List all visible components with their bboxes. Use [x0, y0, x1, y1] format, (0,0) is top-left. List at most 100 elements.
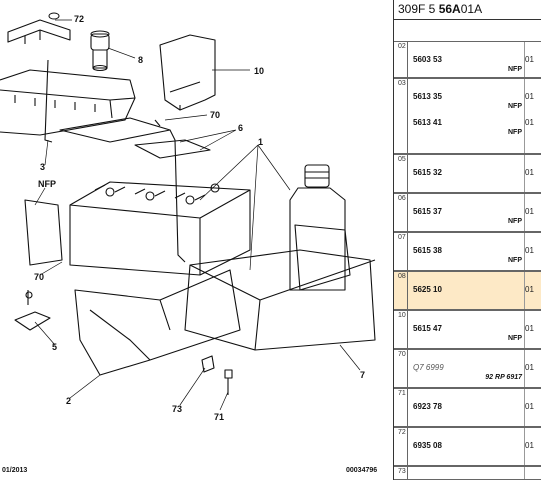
- hold-down-bracket: [134, 139, 211, 159]
- part-note: NFP: [508, 66, 522, 73]
- screw-part: [224, 369, 233, 395]
- panel-header: 309F 5 56A01A: [394, 0, 541, 20]
- part-note: NFP: [508, 129, 522, 136]
- part-number: 5603 53: [413, 55, 442, 64]
- battery-part: [69, 181, 251, 276]
- callout-5: 5: [52, 342, 57, 352]
- column-divider: [407, 350, 408, 387]
- part-quantity: 01: [525, 55, 534, 64]
- part-quantity: 01: [525, 363, 534, 372]
- column-divider: [407, 311, 408, 348]
- battery-base-part: [74, 269, 241, 376]
- column-divider: [524, 389, 525, 426]
- clamp-nut-part: [90, 30, 110, 72]
- side-panel-part: [24, 199, 63, 266]
- callout-7: 7: [360, 370, 365, 380]
- part-note: NFP: [508, 257, 522, 264]
- part-index: 10: [398, 312, 406, 319]
- exploded-parts-diagram: 72 8 10 70 6 1 3 NFP 70 5 2 7 73 71: [0, 12, 376, 422]
- clip-part: [14, 311, 51, 331]
- part-index: 03: [398, 80, 406, 87]
- column-divider: [407, 467, 408, 479]
- callout-2: 2: [66, 396, 71, 406]
- part-number: 6923 78: [413, 402, 442, 411]
- callout-70-lower: 70: [34, 272, 44, 282]
- callout-3: 3: [40, 162, 45, 172]
- part-number: 6935 08: [413, 441, 442, 450]
- column-divider: [524, 79, 525, 153]
- callout-73: 73: [172, 404, 182, 414]
- part-note: NFP: [508, 335, 522, 342]
- column-divider: [524, 350, 525, 387]
- part-number: 5613 35: [413, 92, 442, 101]
- column-divider: [524, 467, 525, 479]
- column-divider: [407, 155, 408, 192]
- clip-73-part: [201, 355, 215, 373]
- part-number: 5615 37: [413, 207, 442, 216]
- part-quantity: 01: [525, 246, 534, 255]
- part-index: 02: [398, 43, 406, 50]
- header-suffix: 01A: [460, 2, 483, 16]
- part-quantity: 01: [525, 168, 534, 177]
- part-index: 70: [398, 351, 406, 358]
- part-note: 92 RP 6917: [485, 374, 522, 381]
- header-code: 56A: [438, 2, 461, 16]
- column-divider: [524, 42, 525, 77]
- part-index: 08: [398, 273, 406, 280]
- part-quantity: 01: [525, 118, 534, 127]
- top-bracket-part: [7, 19, 71, 43]
- column-divider: [407, 428, 408, 465]
- column-divider: [407, 272, 408, 309]
- column-divider: [524, 272, 525, 309]
- callout-10: 10: [254, 66, 264, 76]
- column-divider: [524, 311, 525, 348]
- callout-nfp: NFP: [38, 179, 56, 189]
- column-divider: [407, 79, 408, 153]
- part-quantity: 01: [525, 207, 534, 216]
- header-prefix: 309F 5: [398, 2, 436, 16]
- column-divider: [407, 42, 408, 77]
- part-quantity: 01: [525, 441, 534, 450]
- part-index: 05: [398, 156, 406, 163]
- column-divider: [524, 155, 525, 192]
- part-quantity: 01: [525, 285, 534, 294]
- callout-70-upper: 70: [210, 110, 220, 120]
- part-number: Q7 6999: [413, 363, 444, 372]
- column-divider: [407, 389, 408, 426]
- column-divider: [524, 233, 525, 270]
- part-index: 06: [398, 195, 406, 202]
- footer-date: 01/2013: [2, 467, 28, 474]
- part-row-73[interactable]: 73: [394, 466, 541, 480]
- column-divider: [407, 233, 408, 270]
- part-number: 5615 38: [413, 246, 442, 255]
- callout-8: 8: [138, 55, 143, 65]
- callout-71: 71: [214, 412, 224, 422]
- column-divider: [524, 428, 525, 465]
- part-row-72[interactable]: 72 6935 08 01: [394, 427, 541, 466]
- callout-72: 72: [74, 14, 84, 24]
- part-index: 72: [398, 429, 406, 436]
- part-number: 5615 47: [413, 324, 442, 333]
- cover-panel-part: [159, 34, 216, 111]
- part-index: 07: [398, 234, 406, 241]
- column-divider: [524, 194, 525, 231]
- callout-6: 6: [238, 123, 243, 133]
- callout-1: 1: [258, 137, 263, 147]
- part-note: NFP: [508, 218, 522, 225]
- part-index: 73: [398, 468, 406, 475]
- footer-ref: 00034796: [346, 467, 378, 474]
- part-quantity: 01: [525, 92, 534, 101]
- part-quantity: 01: [525, 402, 534, 411]
- part-note: NFP: [508, 103, 522, 110]
- hold-down-rod: [44, 59, 53, 143]
